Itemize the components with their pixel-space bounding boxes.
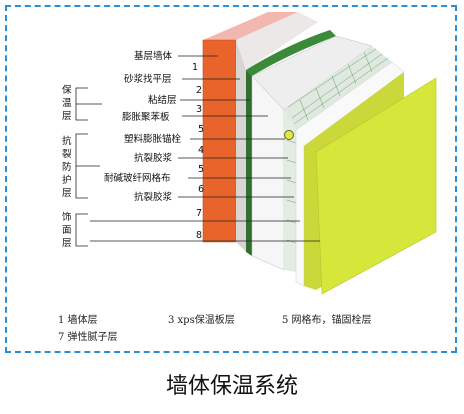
group-finish: 饰 面 层: [62, 211, 72, 249]
label-crack-mortar-2: 抗裂胶浆: [134, 191, 173, 203]
label-bonding: 粘结层: [148, 94, 177, 106]
label-base-wall: 基层墙体: [134, 50, 173, 62]
number-6: 6: [198, 184, 204, 195]
group-brackets: [75, 87, 102, 247]
svg-text:抗: 抗: [62, 135, 72, 147]
leader-lines: [90, 55, 320, 242]
svg-text:面: 面: [62, 225, 72, 236]
group-crack: 抗 裂 防 护 层: [62, 135, 72, 199]
svg-text:层: 层: [62, 238, 72, 249]
legend-item-1: 1 墙体层: [58, 313, 98, 326]
label-alkali-mesh: 耐碱玻纤网格布: [104, 172, 171, 184]
legend-item-3: 3 xps保温板层: [168, 313, 235, 326]
svg-text:层: 层: [62, 111, 72, 122]
number-4: 4: [198, 145, 204, 156]
number-5b: 5: [198, 164, 204, 175]
mesh-layer-top: [284, 46, 392, 130]
number-5a: 5: [198, 124, 204, 135]
svg-text:层: 层: [62, 188, 72, 199]
svg-text:裂: 裂: [62, 148, 72, 160]
group-insulation: 保 温 层: [62, 84, 72, 122]
mortar-level-top: [236, 12, 318, 70]
label-crack-mortar-1: 抗裂胶浆: [134, 152, 173, 164]
number-8: 8: [196, 230, 202, 241]
plastic-anchor-icon: [284, 130, 294, 140]
bonding-layer: [246, 30, 336, 76]
svg-text:保: 保: [62, 84, 72, 96]
mesh-layer-front: [284, 110, 296, 272]
svg-text:温: 温: [62, 98, 72, 109]
label-eps-board: 膨胀聚苯板: [122, 111, 170, 123]
number-3: 3: [196, 104, 202, 115]
svg-text:饰: 饰: [62, 211, 72, 223]
dashed-frame: [5, 5, 457, 353]
base-wall-front: [202, 39, 237, 243]
figure-caption: 墙体保温系统: [165, 374, 298, 399]
legend-item-7: 7 弹性腻子层: [58, 330, 118, 343]
number-1: 1: [192, 62, 198, 73]
svg-text:护: 护: [62, 174, 72, 186]
finish-layer-front: [315, 77, 437, 295]
base-wall-top: [203, 12, 298, 40]
svg-text:防: 防: [62, 161, 72, 173]
mesh-grid: [286, 48, 389, 244]
legend-item-5: 5 网格布，锚固栓层: [282, 313, 372, 326]
number-7: 7: [196, 208, 202, 219]
label-mortar-level: 砂浆找平层: [124, 73, 172, 85]
bonding-layer-front: [246, 70, 252, 256]
number-2: 2: [196, 85, 202, 96]
label-plastic-anchor: 塑料膨胀锚栓: [124, 133, 182, 145]
mortar-level-front: [236, 40, 246, 252]
